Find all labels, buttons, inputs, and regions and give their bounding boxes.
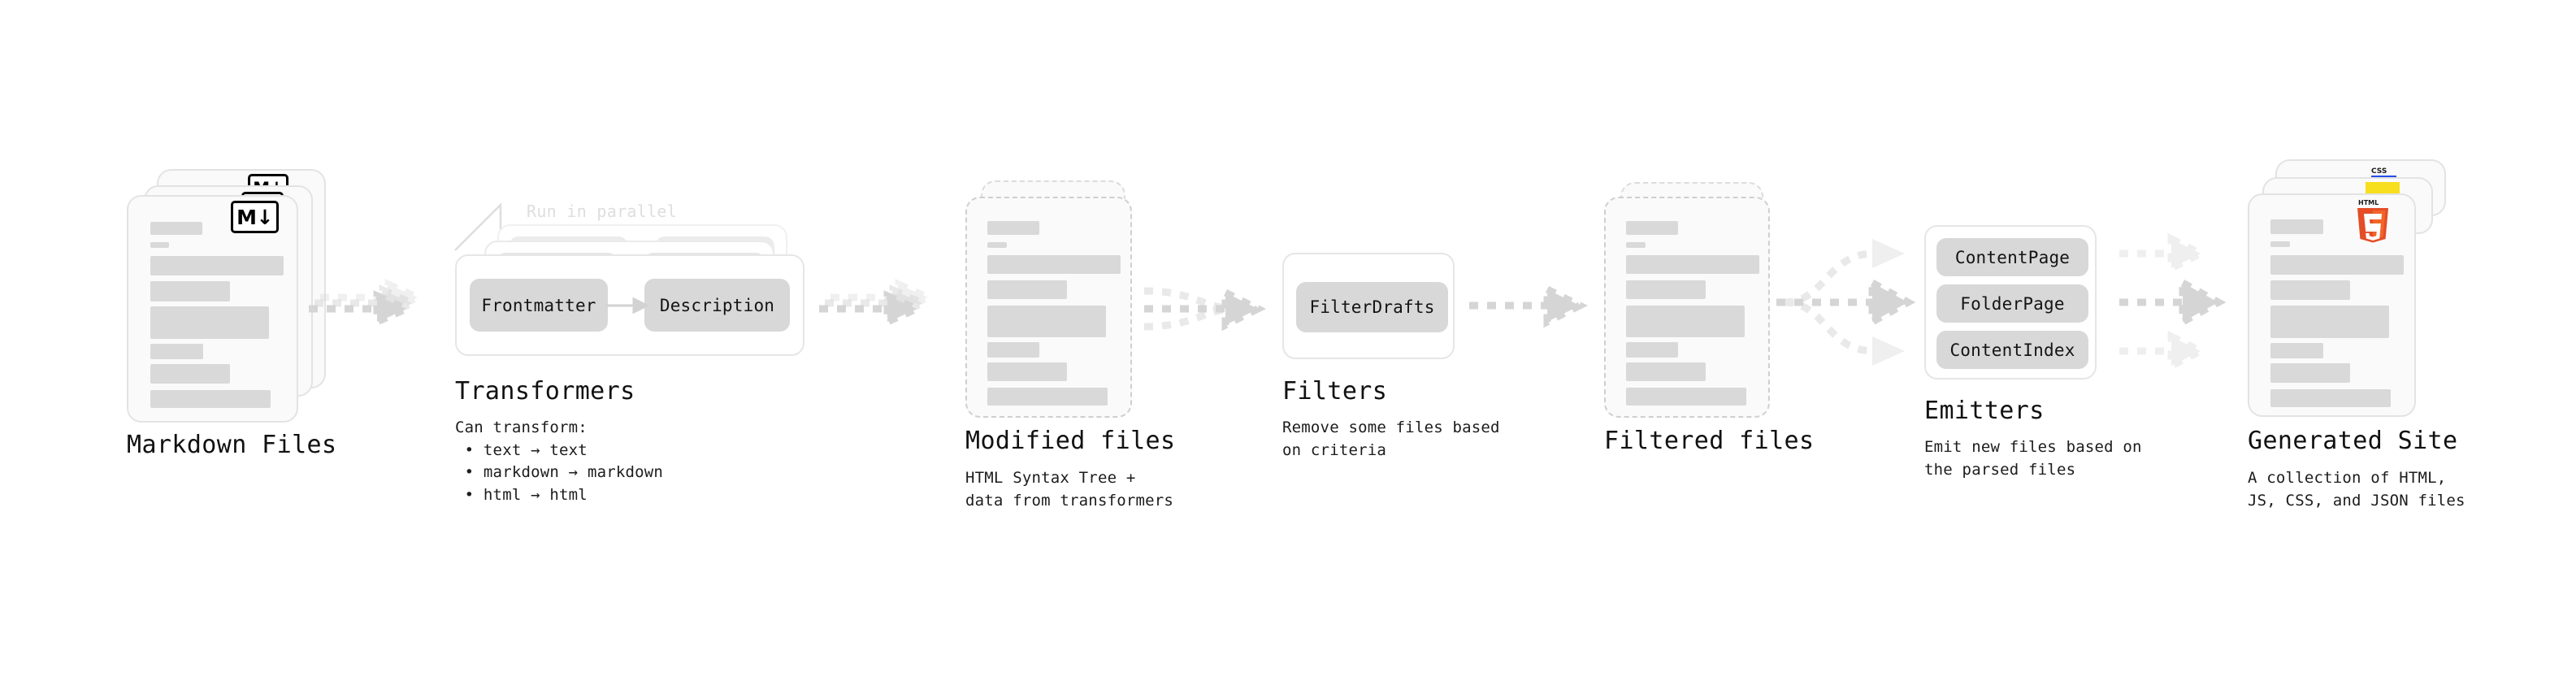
- doc-bar: [987, 221, 1039, 235]
- filtered-files-title: Filtered files: [1604, 427, 1815, 455]
- emitter-node-contentindex: ContentIndex: [1936, 331, 2088, 369]
- markdown-logo-glyph: M↓: [236, 205, 273, 229]
- markdown-logo-icon: M↓: [231, 201, 279, 233]
- generated-site-subtitle: A collection of HTML, JS, CSS, and JSON …: [2248, 469, 2465, 510]
- transformer-inner-arrow-front: [606, 297, 650, 314]
- markdown-files-title: Markdown Files: [127, 431, 337, 459]
- emitters-subtitle: Emit new files based on the parsed files: [1924, 438, 2142, 479]
- emitter-node-contentpage: ContentPage: [1936, 238, 2088, 276]
- doc-bar: [1626, 388, 1746, 406]
- run-in-parallel-label: Run in parallel: [527, 202, 678, 221]
- doc-bar: [987, 280, 1067, 299]
- doc-bar: [150, 281, 230, 301]
- doc-bar: [1626, 342, 1678, 358]
- doc-bar: [987, 242, 1007, 248]
- doc-bar: [2270, 241, 2290, 247]
- generated-site-title: Generated Site: [2248, 427, 2458, 455]
- transformer-node-frontmatter: Frontmatter: [470, 279, 608, 332]
- doc-bar: [150, 222, 202, 235]
- transformers-title: Transformers: [455, 377, 635, 406]
- emitters-group: ContentPage FolderPage ContentIndex: [1924, 225, 2097, 380]
- run-in-parallel-leader: [454, 202, 502, 251]
- arrow-transformers-to-modified: [819, 279, 938, 327]
- doc-bar: [1626, 306, 1745, 337]
- svg-text:CSS: CSS: [2371, 167, 2387, 176]
- filters-group: FilterDrafts: [1282, 253, 1455, 359]
- transformer-node-description: Description: [644, 279, 790, 332]
- doc-bar: [1626, 221, 1678, 235]
- doc-bar: [150, 242, 169, 248]
- doc-bar: [2270, 343, 2323, 358]
- doc-bar: [150, 256, 284, 275]
- doc-bar: [150, 364, 230, 384]
- doc-bar: [2270, 280, 2350, 300]
- html5-logo-icon: HTML: [2357, 199, 2388, 243]
- doc-bar: [987, 362, 1067, 381]
- modified-file-card-front: [965, 197, 1132, 418]
- svg-text:HTML: HTML: [2358, 199, 2379, 206]
- doc-bar: [1626, 280, 1706, 299]
- site-file-card-html: [2248, 193, 2416, 417]
- doc-bar: [2270, 306, 2389, 338]
- filtered-file-card-front: [1604, 197, 1770, 418]
- doc-bar: [987, 342, 1039, 358]
- doc-bar: [1626, 255, 1759, 274]
- doc-bar: [1626, 362, 1706, 381]
- filters-title: Filters: [1282, 377, 1388, 406]
- transformers-subtitle: Can transform: • text → text • markdown …: [455, 419, 664, 504]
- arrow-markdown-to-transformers: [309, 279, 427, 327]
- markdown-file-card-front: [127, 195, 298, 423]
- arrow-modified-to-filters: [1143, 286, 1267, 332]
- emitters-title: Emitters: [1924, 397, 2045, 425]
- doc-bar: [2270, 219, 2323, 234]
- modified-files-title: Modified files: [965, 427, 1176, 455]
- emitter-node-folderpage: FolderPage: [1936, 284, 2088, 323]
- modified-files-subtitle: HTML Syntax Tree + data from transformer…: [965, 469, 1174, 510]
- arrow-filtered-to-emitters: [1776, 239, 1916, 366]
- doc-bar: [2270, 389, 2391, 407]
- doc-bar: [2270, 363, 2350, 383]
- doc-bar: [987, 388, 1108, 406]
- doc-bar: [150, 344, 203, 359]
- filter-node-filterdrafts: FilterDrafts: [1296, 282, 1448, 332]
- doc-bar: [987, 306, 1106, 337]
- doc-bar: [150, 390, 271, 408]
- doc-bar: [987, 255, 1121, 274]
- arrow-filters-to-filtered: [1469, 283, 1589, 328]
- doc-bar: [150, 306, 269, 339]
- doc-bar: [2270, 255, 2404, 275]
- filters-subtitle: Remove some files based on criteria: [1282, 419, 1500, 459]
- doc-bar: [1626, 242, 1646, 248]
- arrow-emitters-to-site: [2119, 232, 2227, 372]
